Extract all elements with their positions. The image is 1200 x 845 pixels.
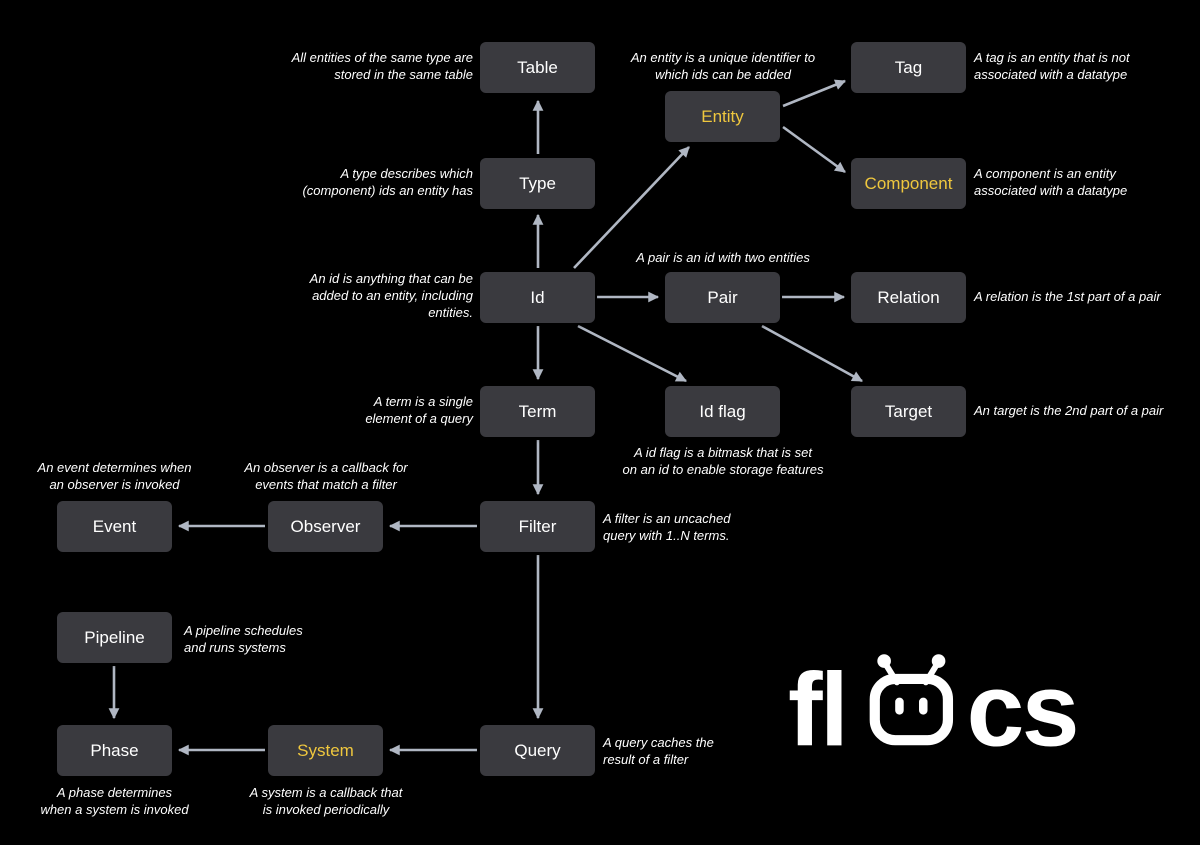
node-id-flag: Id flag bbox=[665, 386, 780, 437]
node-component: Component bbox=[851, 158, 966, 209]
logo-text-cs: cs bbox=[967, 651, 1077, 767]
logo-text-fl: fl bbox=[788, 651, 846, 767]
note-id: An id is anything that can be added to a… bbox=[309, 271, 473, 320]
note-system: A system is a callback that is invoked p… bbox=[249, 785, 403, 817]
node-query: Query bbox=[480, 725, 595, 776]
node-pipeline: Pipeline bbox=[57, 612, 172, 663]
node-term: Term bbox=[480, 386, 595, 437]
note-term: A term is a single element of a query bbox=[365, 394, 473, 426]
node-system: System bbox=[268, 725, 383, 776]
node-id: Id bbox=[480, 272, 595, 323]
note-relation: A relation is the 1st part of a pair bbox=[974, 289, 1161, 304]
note-id-flag: A id flag is a bitmask that is set on an… bbox=[622, 445, 824, 477]
node-table: Table bbox=[480, 42, 595, 93]
arrow-entity-to-tag bbox=[782, 79, 847, 108]
note-tag: A tag is an entity that is not associate… bbox=[974, 50, 1130, 82]
note-target: An target is the 2nd part of a pair bbox=[974, 403, 1164, 418]
note-component: A component is an entity associated with… bbox=[974, 166, 1128, 198]
node-target: Target bbox=[851, 386, 966, 437]
node-relation: Relation bbox=[851, 272, 966, 323]
arrow-entity-to-component bbox=[782, 125, 846, 174]
note-observer: An observer is a callback for events tha… bbox=[244, 460, 408, 492]
note-pipeline: A pipeline schedules and runs systems bbox=[184, 623, 303, 655]
flecs-logo: fl cs bbox=[788, 650, 1090, 769]
node-filter: Filter bbox=[480, 501, 595, 552]
arrow-pair-to-target bbox=[761, 324, 863, 383]
note-filter: A filter is an uncached query with 1..N … bbox=[603, 511, 731, 543]
node-phase: Phase bbox=[57, 725, 172, 776]
note-phase: A phase determines when a system is invo… bbox=[40, 785, 189, 817]
note-table: All entities of the same type are stored… bbox=[291, 50, 473, 82]
note-entity: An entity is a unique identifier to whic… bbox=[630, 50, 816, 82]
note-pair: A pair is an id with two entities bbox=[636, 250, 810, 265]
node-tag: Tag bbox=[851, 42, 966, 93]
node-pair: Pair bbox=[665, 272, 780, 323]
arrow-id-to-id-flag bbox=[577, 324, 687, 383]
bug-head-icon bbox=[869, 654, 954, 746]
flecs-logo-graphic: fl cs bbox=[788, 651, 1080, 767]
node-entity: Entity bbox=[665, 91, 780, 142]
note-event: An event determines when an observer is … bbox=[37, 460, 192, 492]
node-type: Type bbox=[480, 158, 595, 209]
node-observer: Observer bbox=[268, 501, 383, 552]
note-query: A query caches the result of a filter bbox=[603, 735, 714, 767]
node-event: Event bbox=[57, 501, 172, 552]
note-type: A type describes which (component) ids a… bbox=[302, 166, 473, 198]
